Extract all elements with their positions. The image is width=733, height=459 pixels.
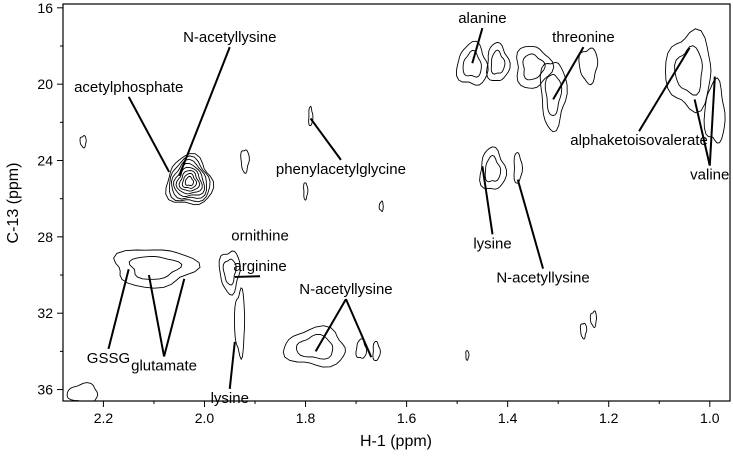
annotation-label: N-acetyllysine: [299, 281, 392, 298]
annotation-leader-line: [516, 179, 544, 269]
annotation-label: acetylphosphate: [74, 79, 183, 96]
annotation-leader-line: [147, 274, 166, 357]
contour-level: [282, 325, 346, 368]
annotation-leader-line: [638, 47, 691, 132]
annotation-label: phenylacetylglycine: [276, 161, 406, 178]
contour-level: [171, 158, 207, 200]
contour-level: [184, 175, 194, 187]
contour-level: [218, 250, 241, 296]
contour-level: [486, 41, 511, 82]
contour-level: [113, 249, 201, 289]
annotation-leader-line: [163, 278, 186, 357]
contour-level: [173, 162, 205, 197]
y-tick-label: 16: [37, 0, 53, 16]
contour-level: [308, 105, 314, 126]
annotation-label: N-acetyllysine: [183, 29, 276, 46]
contour-level: [175, 166, 203, 195]
annotation-leader-line: [708, 76, 716, 166]
contour-level: [456, 40, 489, 86]
annotation-label: lysine: [211, 390, 249, 407]
contour-level: [66, 382, 99, 401]
contour-level: [703, 77, 726, 144]
contour-level: [539, 61, 568, 133]
annotation-labels: alaninethreonineN-acetyllysineacetylphos…: [74, 10, 729, 407]
plot-frame: [62, 3, 731, 402]
y-axis-ticks: 16 20 24 28 32 36: [37, 0, 63, 398]
contour-level: [513, 152, 523, 184]
x-tick-label: 1.4: [498, 410, 518, 426]
annotation-leader-line: [178, 46, 231, 177]
annotation-label: valine: [690, 167, 729, 184]
annotation-leader-line: [314, 298, 347, 352]
contour-level: [484, 154, 502, 183]
contour-level: [303, 182, 309, 201]
annotation-leader-line: [234, 275, 261, 278]
contour-peaks: [66, 28, 726, 401]
contour-level: [522, 53, 546, 81]
x-tick-label: 1.2: [599, 410, 619, 426]
annotation-leader-line: [309, 117, 342, 161]
contour-level: [462, 49, 482, 78]
contour-level: [479, 146, 507, 190]
annotation-label: GSSG: [87, 350, 130, 367]
contour-level: [240, 149, 250, 174]
annotation-label: glutamate: [131, 357, 197, 374]
contour-level: [589, 310, 597, 329]
annotation-leader-line: [107, 269, 130, 350]
x-tick-label: 1.6: [397, 410, 417, 426]
contour-level: [178, 170, 201, 192]
contour-level: [674, 45, 703, 96]
annotation-leaders: [107, 27, 716, 390]
contour-level: [544, 73, 563, 116]
contour-level: [128, 255, 183, 280]
annotation-label: lysine: [473, 235, 511, 252]
y-tick-label: 28: [37, 229, 53, 245]
x-tick-label: 2.2: [94, 410, 114, 426]
x-tick-label: 1.8: [296, 410, 316, 426]
annotation-label: ornithine: [231, 228, 289, 245]
annotation-label: N-acetyllysine: [496, 270, 589, 287]
x-axis-title: H-1 (ppm): [360, 433, 432, 450]
contour-level: [372, 340, 381, 361]
contour-level: [169, 155, 211, 203]
contour-level: [234, 287, 246, 361]
annotation-leader-line: [481, 166, 494, 235]
contour-level: [222, 258, 237, 286]
contour-level: [490, 49, 506, 75]
x-tick-label: 2.0: [195, 410, 215, 426]
contour-level: [465, 350, 470, 361]
y-tick-label: 32: [37, 305, 53, 321]
contour-level: [579, 322, 588, 340]
contour-level: [181, 172, 198, 189]
x-axis-ticks: 2.2 2.0 1.8 1.6 1.4 1.2 1.0: [94, 401, 720, 426]
contour-level: [378, 200, 384, 212]
contour-level: [79, 135, 87, 149]
annotation-leader-line: [228, 341, 236, 390]
y-tick-label: 36: [37, 382, 53, 398]
contour-level: [516, 45, 555, 89]
annotation-label: arginine: [233, 258, 286, 275]
x-tick-label: 1.0: [700, 410, 720, 426]
annotation-label: threonine: [552, 29, 615, 46]
y-tick-label: 24: [37, 153, 53, 169]
annotation-leader-line: [693, 99, 711, 166]
annotation-leader-line: [552, 46, 585, 100]
annotation-leader-line: [345, 298, 373, 358]
y-axis-title: C-13 (ppm): [5, 163, 22, 244]
annotation-label: alanine: [458, 10, 506, 27]
annotation-leader-line: [127, 96, 170, 173]
contour-level: [665, 28, 712, 114]
contour-level: [165, 153, 215, 206]
annotation-leader-line: [471, 27, 484, 64]
contour-level: [578, 47, 599, 86]
annotation-label: alphaketoisovalerate: [570, 132, 708, 149]
y-tick-label: 20: [37, 76, 53, 92]
contour-level: [295, 334, 334, 360]
